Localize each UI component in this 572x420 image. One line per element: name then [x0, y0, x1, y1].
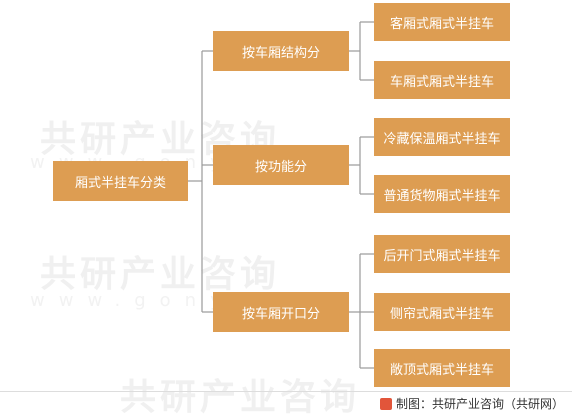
category-node-opening: 按车厢开口分: [213, 292, 349, 332]
leaf-node: 敞顶式厢式半挂车: [374, 349, 510, 387]
leaf-node: 冷藏保温厢式半挂车: [374, 118, 510, 156]
root-node: 厢式半挂车分类: [53, 161, 188, 201]
source-footer: 制图：共研产业咨询（共研网）: [379, 395, 564, 412]
leaf-node: 车厢式厢式半挂车: [374, 61, 510, 99]
leaf-node: 后开门式厢式半挂车: [374, 235, 510, 273]
watermark-brand: 共研产业咨询: [40, 254, 281, 295]
watermark-brand: 共研产业咨询: [120, 377, 361, 418]
source-text: 制图：共研产业咨询（共研网）: [395, 397, 564, 411]
category-node-function: 按功能分: [213, 145, 349, 185]
leaf-node: 客厢式厢式半挂车: [374, 3, 510, 41]
category-node-structure: 按车厢结构分: [213, 31, 349, 71]
footer-divider: [0, 391, 572, 392]
brand-logo-icon: [379, 397, 392, 410]
leaf-node: 普通货物厢式半挂车: [374, 175, 510, 213]
leaf-node: 侧帘式厢式半挂车: [374, 293, 510, 331]
